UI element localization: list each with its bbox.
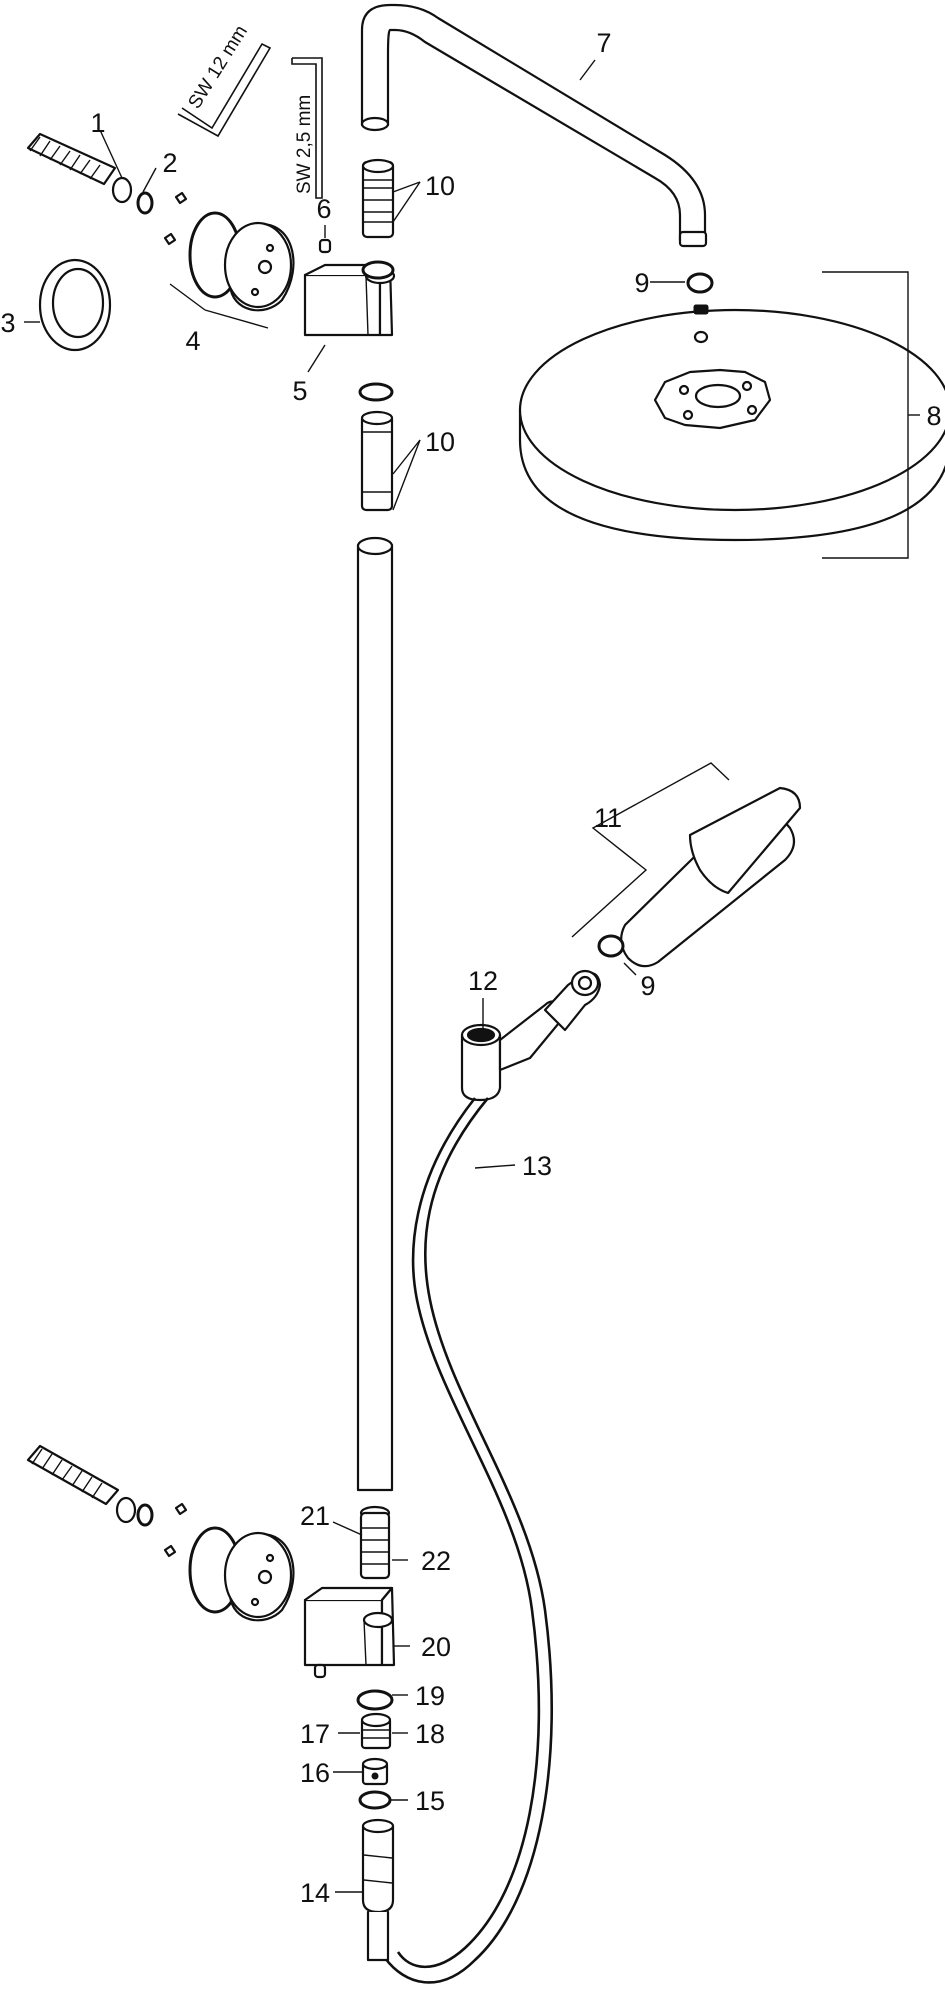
label-19: 19 — [415, 1681, 445, 1711]
o-ring-top-left — [136, 191, 154, 215]
label-17: 17 — [300, 1719, 330, 1749]
washer-9-hand — [597, 934, 625, 958]
wall-bracket-set-4 — [188, 211, 295, 312]
flexible-hose-connector-top — [26, 132, 133, 204]
o-ring-19 — [356, 1689, 394, 1711]
screws-bottom-left — [163, 1502, 188, 1558]
hex-key-size-label: SW 2,5 mm — [294, 95, 315, 194]
label-8: 8 — [926, 401, 941, 431]
wall-bracket-set-bottom — [188, 1526, 295, 1622]
label-18: 18 — [415, 1719, 445, 1749]
hand-shower-11 — [620, 786, 802, 968]
escutcheon-ring-3 — [38, 258, 112, 352]
label-3: 3 — [0, 308, 15, 338]
label-10-bottom: 10 — [425, 427, 455, 457]
label-14: 14 — [300, 1878, 330, 1908]
grub-screw-bottom — [313, 1663, 327, 1679]
coupling-21-22 — [359, 1505, 391, 1580]
shower-hose-13 — [383, 1097, 553, 1984]
label-12: 12 — [468, 966, 498, 996]
hose-nut-14 — [361, 1818, 395, 1962]
bracket-11-span — [571, 762, 730, 938]
label-2: 2 — [162, 148, 177, 178]
washer-15 — [358, 1790, 392, 1810]
washer-9-top — [686, 272, 714, 294]
flexible-hose-connector-bottom — [26, 1444, 137, 1524]
label-1: 1 — [90, 108, 105, 138]
label-15: 15 — [415, 1786, 445, 1816]
label-4: 4 — [185, 326, 200, 356]
label-11: 11 — [594, 803, 622, 833]
label-5: 5 — [292, 376, 307, 406]
label-9-hand: 9 — [640, 971, 655, 1001]
label-16: 16 — [300, 1758, 330, 1788]
label-7: 7 — [596, 28, 611, 58]
nipple-17-18 — [360, 1712, 392, 1750]
nut-16 — [361, 1757, 389, 1786]
hex-key-sw25-tool: SW 2,5 mm — [291, 57, 323, 199]
label-9-top: 9 — [634, 268, 649, 298]
label-20: 20 — [421, 1632, 451, 1662]
shower-holder-12 — [460, 969, 602, 1102]
shower-rail — [356, 536, 394, 1492]
wrench-size-label: SW 12 mm — [184, 22, 252, 113]
part-labels: 1 2 3 4 5 6 7 8 9 10 10 11 9 12 13 14 15… — [0, 28, 941, 1908]
o-ring-bottom-left — [136, 1503, 154, 1527]
leader-lines — [24, 59, 685, 1893]
label-22: 22 — [421, 1546, 451, 1576]
label-6: 6 — [316, 194, 331, 224]
grub-screw-6 — [318, 238, 332, 254]
label-10-top: 10 — [425, 171, 455, 201]
wrench-sw12-tool: SW 12 mm — [177, 22, 272, 138]
overhead-shower-arm-7 — [360, 3, 708, 248]
wall-bracket-20 — [303, 1586, 396, 1667]
bracket-4-span — [169, 283, 269, 329]
coupling-10-lower — [358, 382, 394, 512]
overhead-shower-head-8 — [518, 304, 945, 542]
bracket-8-span — [822, 271, 920, 559]
label-13: 13 — [522, 1151, 552, 1181]
coupling-10-upper — [361, 158, 395, 280]
screws-top-left — [163, 191, 188, 246]
label-21: 21 — [300, 1501, 330, 1531]
